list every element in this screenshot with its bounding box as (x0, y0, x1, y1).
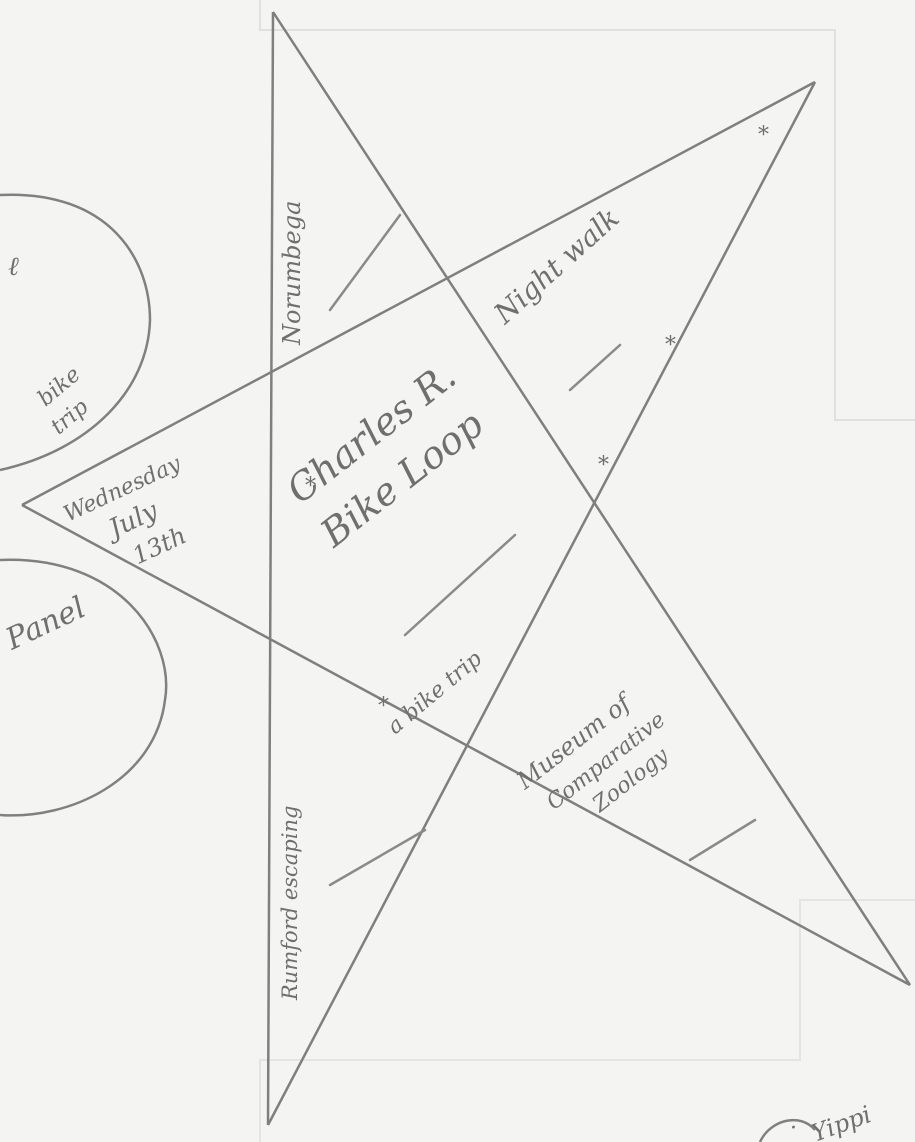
svg-text:*: * (378, 694, 389, 719)
svg-text:*: * (758, 123, 769, 148)
footer-dot: · (790, 1116, 797, 1141)
label-top: Norumbega (278, 201, 306, 346)
svg-text:*: * (665, 333, 676, 358)
svg-text:*: * (598, 453, 609, 478)
label-bottom-left: Rumford escaping (278, 806, 302, 1001)
upper-circle-mark: ℓ (8, 252, 19, 282)
